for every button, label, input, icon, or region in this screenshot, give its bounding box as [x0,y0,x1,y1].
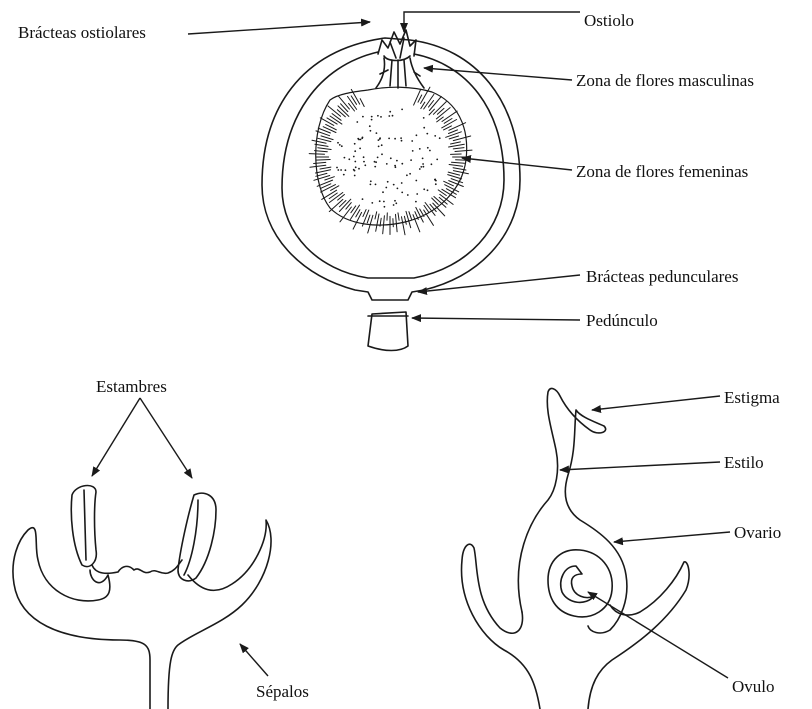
pointer-bracteas-pedunculares [418,275,580,292]
pointer-sepalos [240,644,268,676]
anther-left [71,486,96,567]
female-flower [462,389,690,709]
labels: Brácteas ostiolares Ostiolo Zona de flor… [18,11,781,701]
label-ovulo: Ovulo [732,677,775,696]
label-pedunculo: Pedúnculo [586,311,658,330]
pointer-estigma [592,396,720,410]
pointer-estambres-right [140,398,192,478]
female-flower-fringe [309,87,472,235]
label-ovario: Ovario [734,523,781,542]
pointer-pedunculo [412,318,580,320]
label-estigma: Estigma [724,388,780,407]
label-estambres: Estambres [96,377,167,396]
ovule [561,566,594,602]
male-flower-body [13,520,271,709]
fig-syconium [262,30,520,351]
ostiole-bracts [378,30,416,61]
pointers [92,12,730,678]
peduncle [368,312,408,351]
label-ostiolo: Ostiolo [584,11,634,30]
fig-inner-wall [282,52,504,278]
female-flower-zone [316,87,467,225]
pointer-ostiolo [404,12,580,32]
ovary-locule [548,550,612,617]
male-flower [13,486,271,709]
label-zona-masculinas: Zona de flores masculinas [576,71,754,90]
label-bracteas-pedunculares: Brácteas pedunculares [586,267,738,286]
label-bracteas-ostiolares: Brácteas ostiolares [18,23,146,42]
anther-right [178,493,216,581]
pointer-bracteas-ostiolares [188,22,370,34]
pointer-zona-masculinas [424,68,572,80]
label-estilo: Estilo [724,453,764,472]
female-flower-body [462,544,690,709]
pointer-ovulo [588,592,728,678]
pointer-estilo [560,462,720,470]
pointer-estambres-left [92,398,140,476]
stamen-connective [92,560,182,573]
pointer-ovario [614,532,730,542]
label-sepalos: Sépalos [256,682,309,701]
male-flower-zone [376,58,424,88]
label-zona-femeninas: Zona de flores femeninas [576,162,748,181]
female-flower-dots [336,109,441,208]
pointer-zona-femeninas [462,158,572,170]
